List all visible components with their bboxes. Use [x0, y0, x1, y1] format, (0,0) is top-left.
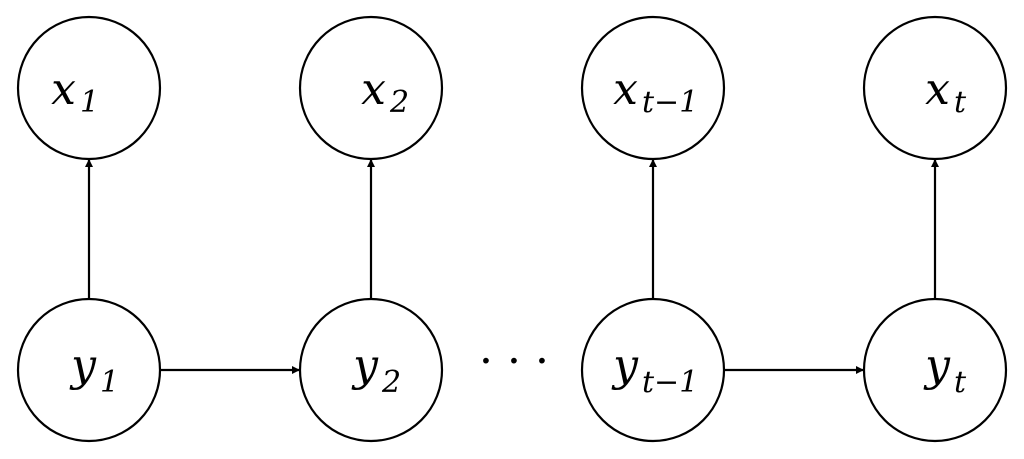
node-yt1-base: y: [611, 340, 639, 391]
svg-text:t: t: [954, 365, 967, 400]
svg-text:y: y: [351, 340, 379, 391]
node-yt-base: y: [923, 340, 951, 391]
node-x1-sub: 1: [80, 85, 99, 120]
svg-text:2: 2: [389, 85, 409, 120]
node-yt1: y t−1: [580, 297, 726, 443]
node-y2: y 2: [298, 297, 444, 443]
svg-text:1: 1: [80, 85, 99, 120]
node-y2-sub: 2: [381, 365, 401, 400]
node-xt-base: x: [925, 64, 950, 115]
node-yt-sub: t: [954, 365, 967, 400]
node-x2: x 2: [298, 15, 444, 161]
node-y1-sub: 1: [100, 365, 119, 400]
svg-text:x: x: [51, 64, 76, 115]
node-y1: y 1: [16, 297, 162, 443]
svg-text:t−1: t−1: [642, 365, 698, 400]
svg-text:y: y: [611, 340, 639, 391]
node-x1-base: x: [51, 64, 76, 115]
node-y2-base: y: [351, 340, 379, 391]
node-x1: x 1: [16, 15, 162, 161]
svg-text:t: t: [954, 85, 967, 120]
node-yt1-sub: t−1: [642, 365, 698, 400]
ellipsis: · · ·: [479, 336, 549, 387]
node-xt-sub: t: [954, 85, 967, 120]
svg-text:x: x: [361, 64, 386, 115]
svg-text:t−1: t−1: [642, 85, 698, 120]
node-xt1-base: x: [613, 64, 638, 115]
svg-text:2: 2: [381, 365, 401, 400]
svg-text:y: y: [69, 340, 97, 391]
svg-text:x: x: [925, 64, 950, 115]
node-xt: x t: [862, 15, 1008, 161]
node-yt: y t: [862, 297, 1008, 443]
node-xt1: x t−1: [580, 15, 726, 161]
node-xt1-sub: t−1: [642, 85, 698, 120]
svg-text:x: x: [613, 64, 638, 115]
svg-text:1: 1: [100, 365, 119, 400]
node-x2-sub: 2: [389, 85, 409, 120]
svg-text:y: y: [923, 340, 951, 391]
node-x2-base: x: [361, 64, 386, 115]
node-y1-base: y: [69, 340, 97, 391]
